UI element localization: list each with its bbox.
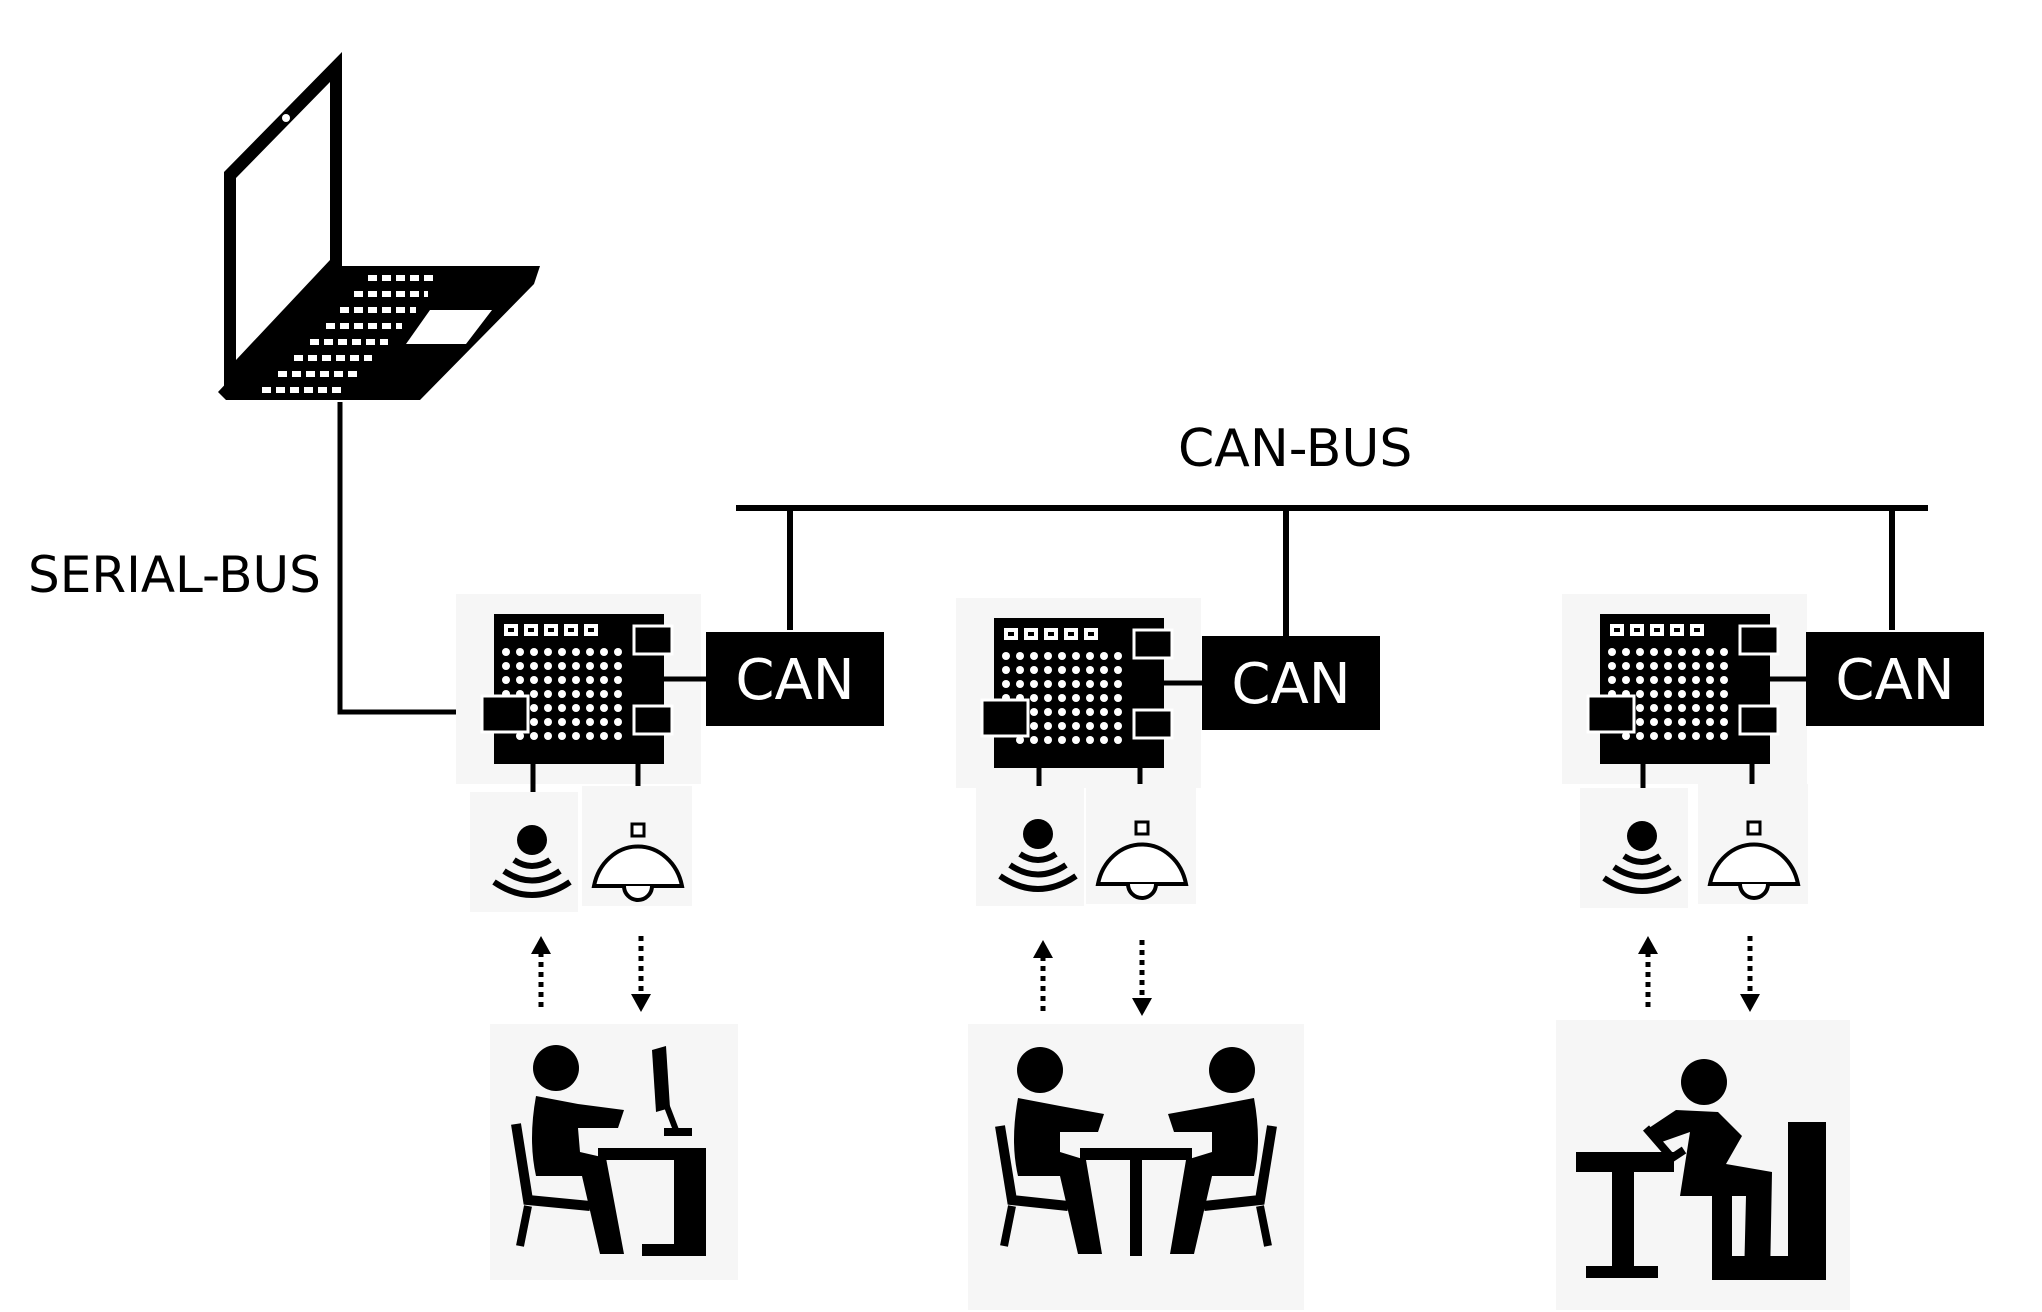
can-module-label: CAN <box>1231 652 1350 717</box>
wireless-sensor-icon <box>470 792 578 912</box>
microcontroller-board-icon <box>1560 592 1809 786</box>
can-module-label: CAN <box>735 648 854 713</box>
input-arrow-up <box>1033 940 1053 1016</box>
can-bus-label: CAN-BUS <box>1178 419 1412 479</box>
ceiling-lamp-icon <box>580 784 694 908</box>
wireless-sensor-icon <box>976 786 1084 906</box>
can-module: CAN <box>1806 632 1984 726</box>
serial-bus-line <box>337 402 492 715</box>
laptop-icon <box>218 52 540 400</box>
input-arrow-up <box>1638 936 1658 1012</box>
output-arrow-down <box>1132 940 1152 1016</box>
can-module-label: CAN <box>1835 648 1954 713</box>
person-at-desk-icon <box>490 1024 738 1280</box>
microcontroller-board-icon <box>954 596 1203 790</box>
ceiling-lamp-icon <box>1696 782 1810 906</box>
can-module: CAN <box>1202 636 1380 730</box>
input-arrow-up <box>531 936 551 1012</box>
ceiling-lamp-icon <box>1084 782 1198 906</box>
wireless-sensor-icon <box>1580 788 1688 908</box>
microcontroller-board-icon <box>454 592 703 786</box>
can-bus-line <box>736 505 1928 636</box>
output-arrow-down <box>631 936 651 1012</box>
person-seated-reading-icon <box>1556 1020 1850 1310</box>
node-1: CAN <box>454 592 884 1280</box>
node-2: CAN <box>954 596 1380 1310</box>
node-3: CAN <box>1556 592 1984 1310</box>
can-module: CAN <box>706 632 884 726</box>
output-arrow-down <box>1740 936 1760 1012</box>
serial-bus-label: SERIAL-BUS <box>28 546 321 604</box>
two-people-at-table-icon <box>968 1024 1304 1310</box>
